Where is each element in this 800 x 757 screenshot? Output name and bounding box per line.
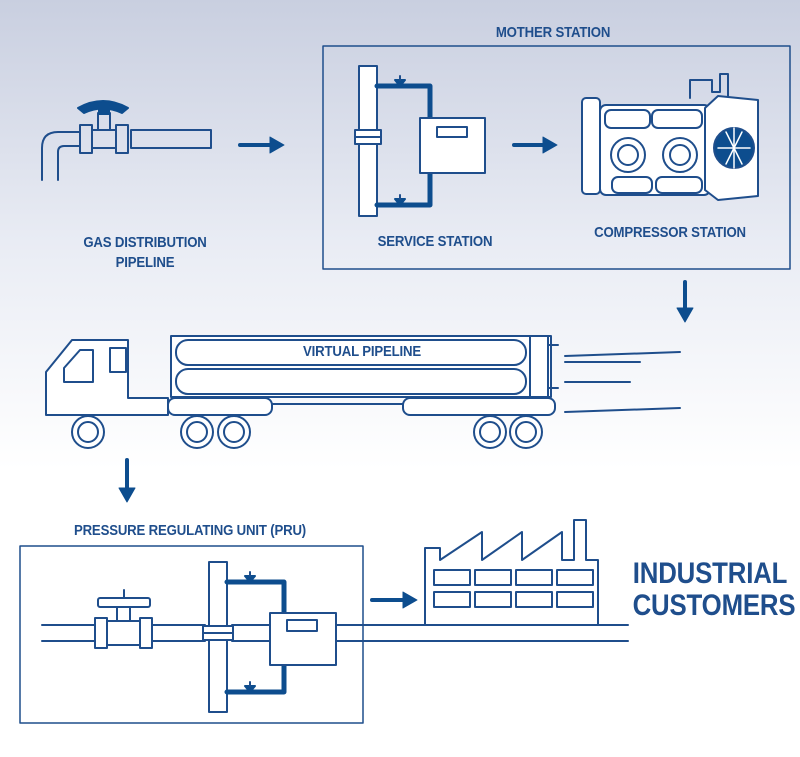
arrow-icon bbox=[370, 591, 418, 609]
pru-label: PRESSURE REGULATING UNIT (PRU) bbox=[73, 522, 307, 539]
arrow-icon bbox=[238, 136, 285, 154]
factory-icon bbox=[397, 519, 629, 626]
regulator-icon bbox=[354, 65, 486, 217]
gas-pipeline-label-line2: PIPELINE bbox=[115, 254, 175, 271]
gas-pipeline-icon bbox=[41, 112, 212, 181]
truck-icon bbox=[45, 335, 681, 449]
industrial-customers-label-line2: CUSTOMERS bbox=[632, 589, 796, 622]
compressor-icon bbox=[581, 73, 759, 201]
mother-station-box bbox=[322, 45, 791, 270]
arrow-icon bbox=[512, 136, 558, 154]
gas-pipeline-label-line1: GAS DISTRIBUTION bbox=[83, 234, 207, 251]
compressor-station-label: COMPRESSOR STATION bbox=[594, 224, 746, 241]
virtual-pipeline-label: VIRTUAL PIPELINE bbox=[303, 343, 421, 360]
arrow-icon bbox=[676, 280, 694, 323]
service-station-label: SERVICE STATION bbox=[377, 233, 493, 250]
mother-station-label: MOTHER STATION bbox=[495, 24, 611, 41]
regulator-icon bbox=[202, 561, 337, 713]
industrial-customers-label-line1: INDUSTRIAL bbox=[632, 557, 788, 590]
pru-box bbox=[19, 545, 364, 724]
arrow-icon bbox=[118, 458, 136, 503]
